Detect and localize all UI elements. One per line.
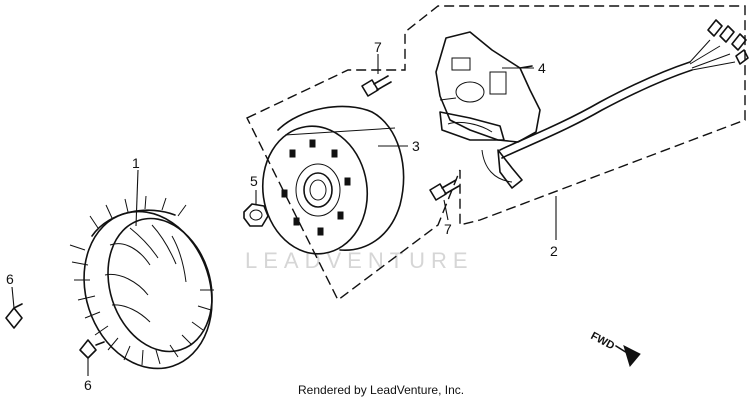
callout-screw-top: 6 (6, 271, 14, 287)
watermark: LEADVENTURE (245, 248, 474, 273)
callout-nut: 5 (250, 173, 258, 189)
flywheel-fan[interactable] (64, 195, 231, 385)
callout-bolt-bottom: 7 (444, 221, 452, 237)
rotor[interactable] (255, 105, 405, 260)
fwd-label: FWD (589, 330, 617, 352)
leader-screw-top (11, 286, 15, 309)
forward-direction-indicator: FWD (589, 330, 641, 368)
bolt-top[interactable] (361, 75, 392, 97)
wire-harness[interactable] (481, 19, 749, 189)
bolt-bottom[interactable] (429, 179, 460, 201)
leader-flywheel (135, 169, 139, 227)
footer-credit: Rendered by LeadVenture, Inc. (298, 383, 464, 397)
screw-bottom[interactable] (79, 339, 105, 359)
screw-top[interactable] (5, 303, 23, 329)
callout-screw-bottom: 6 (84, 377, 92, 393)
leader-bolt-bottom (443, 199, 449, 221)
assembly-group-outline (246, 5, 746, 302)
callout-rotor: 3 (412, 138, 420, 154)
callout-bolt-top: 7 (374, 39, 382, 55)
callout-flywheel: 1 (132, 155, 140, 171)
ignition-coil[interactable] (435, 31, 541, 143)
callout-wire-harness: 2 (550, 243, 558, 259)
callout-ignition-coil: 4 (538, 60, 546, 76)
nut[interactable] (243, 203, 269, 227)
